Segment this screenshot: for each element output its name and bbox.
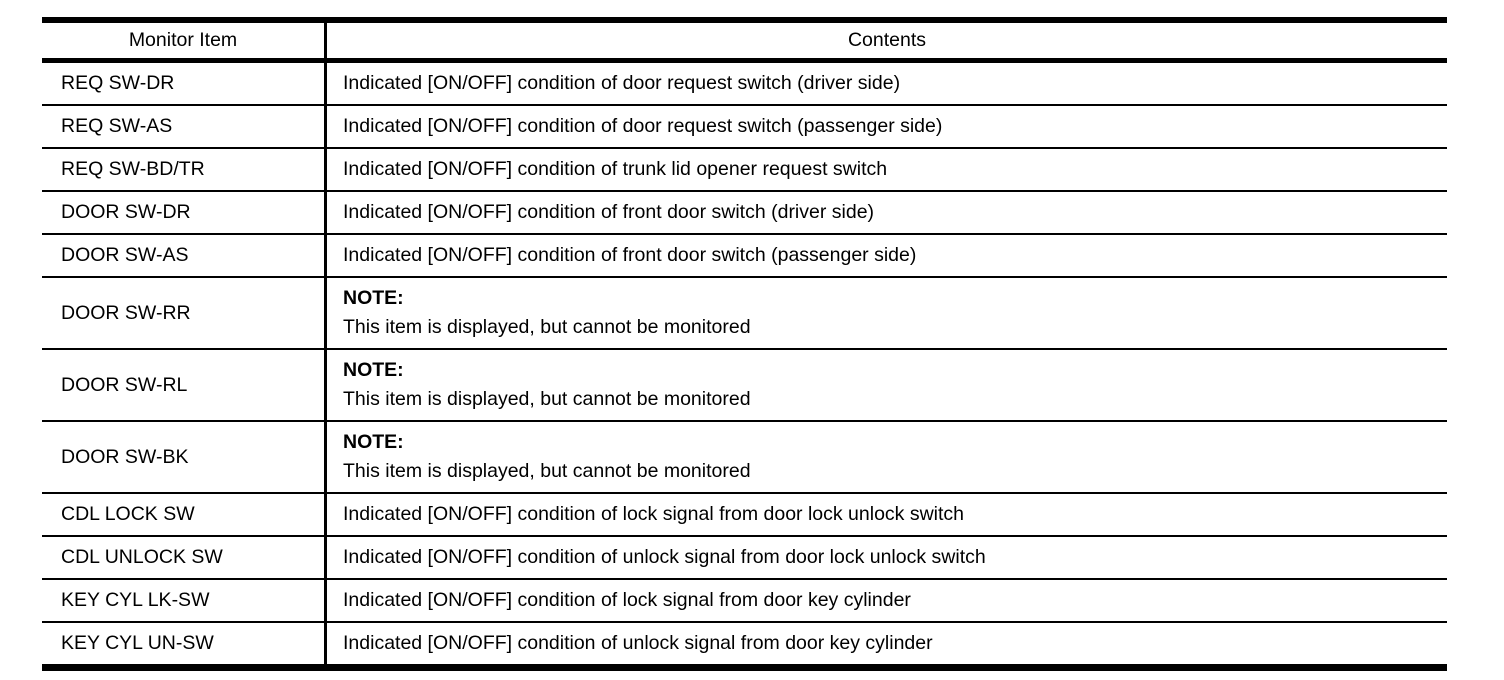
monitor-item-cell: DOOR SW-RL [42, 350, 327, 420]
contents-cell: Indicated [ON/OFF] condition of front do… [343, 201, 875, 223]
note-label: NOTE: [343, 287, 404, 309]
monitor-item-cell: DOOR SW-RR [42, 278, 327, 348]
contents-cell: Indicated [ON/OFF] condition of door req… [343, 115, 943, 137]
note-label: NOTE: [343, 359, 404, 381]
contents-cell: NOTE: This item is displayed, but cannot… [327, 350, 1447, 420]
table-row: DOOR SW-RR NOTE: This item is displayed,… [42, 276, 1447, 348]
monitor-item-cell: DOOR SW-AS [42, 235, 327, 276]
note-text: This item is displayed, but cannot be mo… [343, 316, 751, 338]
monitor-item-cell: REQ SW-AS [42, 106, 327, 147]
contents-cell: Indicated [ON/OFF] condition of lock sig… [343, 503, 965, 525]
monitor-item-cell: DOOR SW-BK [42, 422, 327, 492]
monitor-item-cell: KEY CYL LK-SW [42, 580, 327, 621]
column-header-monitor-item: Monitor Item [42, 23, 327, 58]
monitor-item-cell: DOOR SW-DR [42, 192, 327, 233]
table-row: CDL LOCK SW Indicated [ON/OFF] condition… [42, 492, 1447, 535]
table-row: DOOR SW-AS Indicated [ON/OFF] condition … [42, 233, 1447, 276]
table-row: REQ SW-DR Indicated [ON/OFF] condition o… [42, 63, 1447, 104]
column-header-contents: Contents [847, 29, 927, 51]
contents-cell: Indicated [ON/OFF] condition of unlock s… [343, 546, 986, 568]
table-body: REQ SW-DR Indicated [ON/OFF] condition o… [42, 63, 1447, 664]
table-row: DOOR SW-DR Indicated [ON/OFF] condition … [42, 190, 1447, 233]
table-header-row: Monitor Item Contents [42, 23, 1447, 63]
table-row: REQ SW-BD/TR Indicated [ON/OFF] conditio… [42, 147, 1447, 190]
monitor-item-cell: CDL UNLOCK SW [42, 537, 327, 578]
monitor-items-table: Monitor Item Contents REQ SW-DR Indicate… [42, 17, 1447, 671]
note-text: This item is displayed, but cannot be mo… [343, 388, 751, 410]
contents-cell: NOTE: This item is displayed, but cannot… [327, 278, 1447, 348]
contents-cell: Indicated [ON/OFF] condition of lock sig… [343, 589, 911, 611]
table-row: REQ SW-AS Indicated [ON/OFF] condition o… [42, 104, 1447, 147]
note-label: NOTE: [343, 431, 404, 453]
table-row: DOOR SW-RL NOTE: This item is displayed,… [42, 348, 1447, 420]
contents-cell: Indicated [ON/OFF] condition of door req… [343, 72, 901, 94]
table-row: KEY CYL UN-SW Indicated [ON/OFF] conditi… [42, 621, 1447, 664]
contents-cell: Indicated [ON/OFF] condition of unlock s… [343, 632, 933, 654]
contents-cell: Indicated [ON/OFF] condition of front do… [343, 244, 917, 266]
monitor-item-cell: REQ SW-DR [42, 63, 327, 104]
table-row: KEY CYL LK-SW Indicated [ON/OFF] conditi… [42, 578, 1447, 621]
table-row: DOOR SW-BK NOTE: This item is displayed,… [42, 420, 1447, 492]
monitor-item-cell: REQ SW-BD/TR [42, 149, 327, 190]
monitor-item-cell: KEY CYL UN-SW [42, 623, 327, 664]
contents-cell: NOTE: This item is displayed, but cannot… [327, 422, 1447, 492]
table-row: CDL UNLOCK SW Indicated [ON/OFF] conditi… [42, 535, 1447, 578]
contents-cell: Indicated [ON/OFF] condition of trunk li… [343, 158, 888, 180]
note-text: This item is displayed, but cannot be mo… [343, 460, 751, 482]
monitor-item-cell: CDL LOCK SW [42, 494, 327, 535]
